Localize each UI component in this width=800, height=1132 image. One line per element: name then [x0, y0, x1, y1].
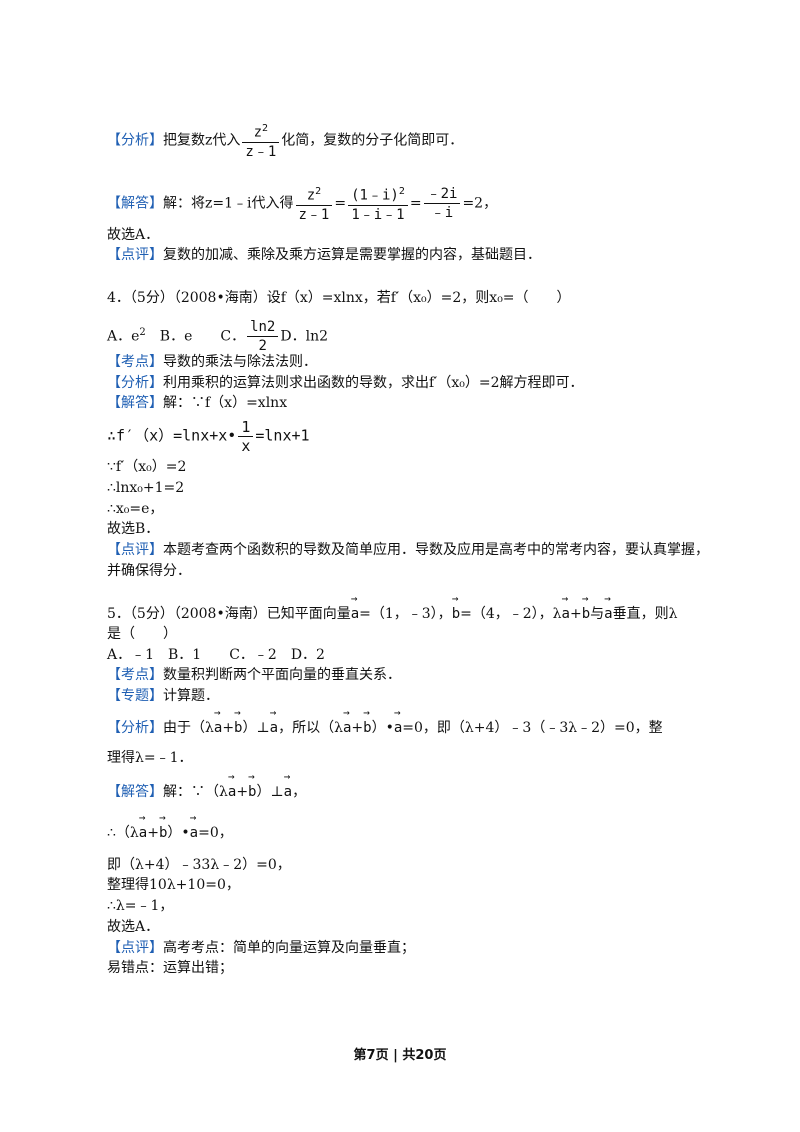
q5-answer-line: 【解答】解：∵（λa+b）⊥a， [107, 771, 306, 802]
text: 化简，复数的分子化简即可． [281, 132, 464, 149]
q4-choose: 故选B． [107, 521, 160, 537]
text: 把复数z代入 [163, 132, 241, 149]
answer-tag: 【解答】 [107, 395, 163, 411]
q5-options: A．﹣1 B．1 C．﹣2 D．2 [107, 647, 325, 663]
fraction: ﹣2i﹣i [423, 185, 461, 222]
q5-step3: ∴λ=﹣1， [107, 898, 174, 914]
q5-analysis-2: 理得λ=﹣1． [107, 750, 193, 766]
q5-stem: 5．（5分）（2008•海南）已知平面向量a=（1，﹣3），b=（4，﹣2），λ… [107, 593, 677, 624]
vector-b: b [582, 593, 590, 624]
q5-step2: 整理得10λ+10=0， [107, 877, 240, 893]
analysis-tag: 【分析】 [107, 720, 163, 736]
q4-analysis-line: 【分析】利用乘积的运算法则求出函数的导数，求出f′（x₀）=2解方程即可． [107, 375, 584, 391]
q5-topic-line: 【专题】计算题． [107, 688, 219, 704]
q4-step1: ∵f′（x₀）=2 [107, 459, 187, 475]
q5-stem-2: 是（ ） [107, 626, 177, 642]
q4-step2: ∴lnx₀+1=2 [107, 480, 185, 496]
prev-choose: 故选A． [107, 227, 160, 243]
point-tag: 【考点】 [107, 354, 163, 370]
q4-comment-2: 并确保得分． [107, 563, 191, 579]
analysis-tag: 【分析】 [107, 132, 163, 149]
vector-a: a [351, 593, 359, 624]
comment-tag: 【点评】 [107, 247, 163, 263]
q5-analysis-line: 【分析】由于（λa+b）⊥a，所以（λa+b）•a=0，即（λ+4）﹣3（﹣3λ… [107, 707, 663, 738]
q5-step1: 即（λ+4）﹣33λ﹣2）=0， [107, 857, 291, 873]
answer-tag: 【解答】 [107, 784, 163, 800]
q5-comment-line: 【点评】高考考点：简单的向量运算及向量垂直； [107, 940, 415, 956]
prev-comment-line: 【点评】复数的加减、乘除及乘方运算是需要掌握的内容，基础题目． [107, 247, 541, 263]
comment-tag: 【点评】 [107, 940, 163, 956]
vector-a: a [562, 593, 570, 624]
q4-stem: 4．（5分）（2008•海南）设f（x）=xlnx，若f′（x₀）=2，则x₀=… [107, 290, 571, 306]
q4-point-line: 【考点】导数的乘法与除法法则． [107, 354, 317, 370]
q4-step3: ∴x₀=e， [107, 501, 164, 517]
vector-a: a [604, 593, 612, 624]
q4-answer-line: 【解答】解：∵f（x）=xlnx [107, 395, 288, 411]
text: 解：将z=1﹣i代入得 [163, 195, 294, 212]
q5-choose: 故选A． [107, 919, 160, 935]
q4-comment-line: 【点评】本题考查两个函数积的导数及简单应用．导数及应用是高考中的常考内容，要认真… [107, 542, 709, 558]
answer-tag: 【解答】 [107, 195, 163, 212]
page-footer: 第7页 | 共20页 [353, 1048, 447, 1063]
analysis-tag: 【分析】 [107, 375, 163, 391]
q5-therefore: ∴（λa+b）•a=0， [107, 812, 233, 843]
q5-point-line: 【考点】数量积判断两个平面向量的垂直关系． [107, 667, 401, 683]
q5-error: 易错点：运算出错； [107, 960, 233, 976]
vector-b: b [452, 593, 460, 624]
topic-tag: 【专题】 [107, 688, 163, 704]
point-tag: 【考点】 [107, 667, 163, 683]
comment-tag: 【点评】 [107, 542, 163, 558]
